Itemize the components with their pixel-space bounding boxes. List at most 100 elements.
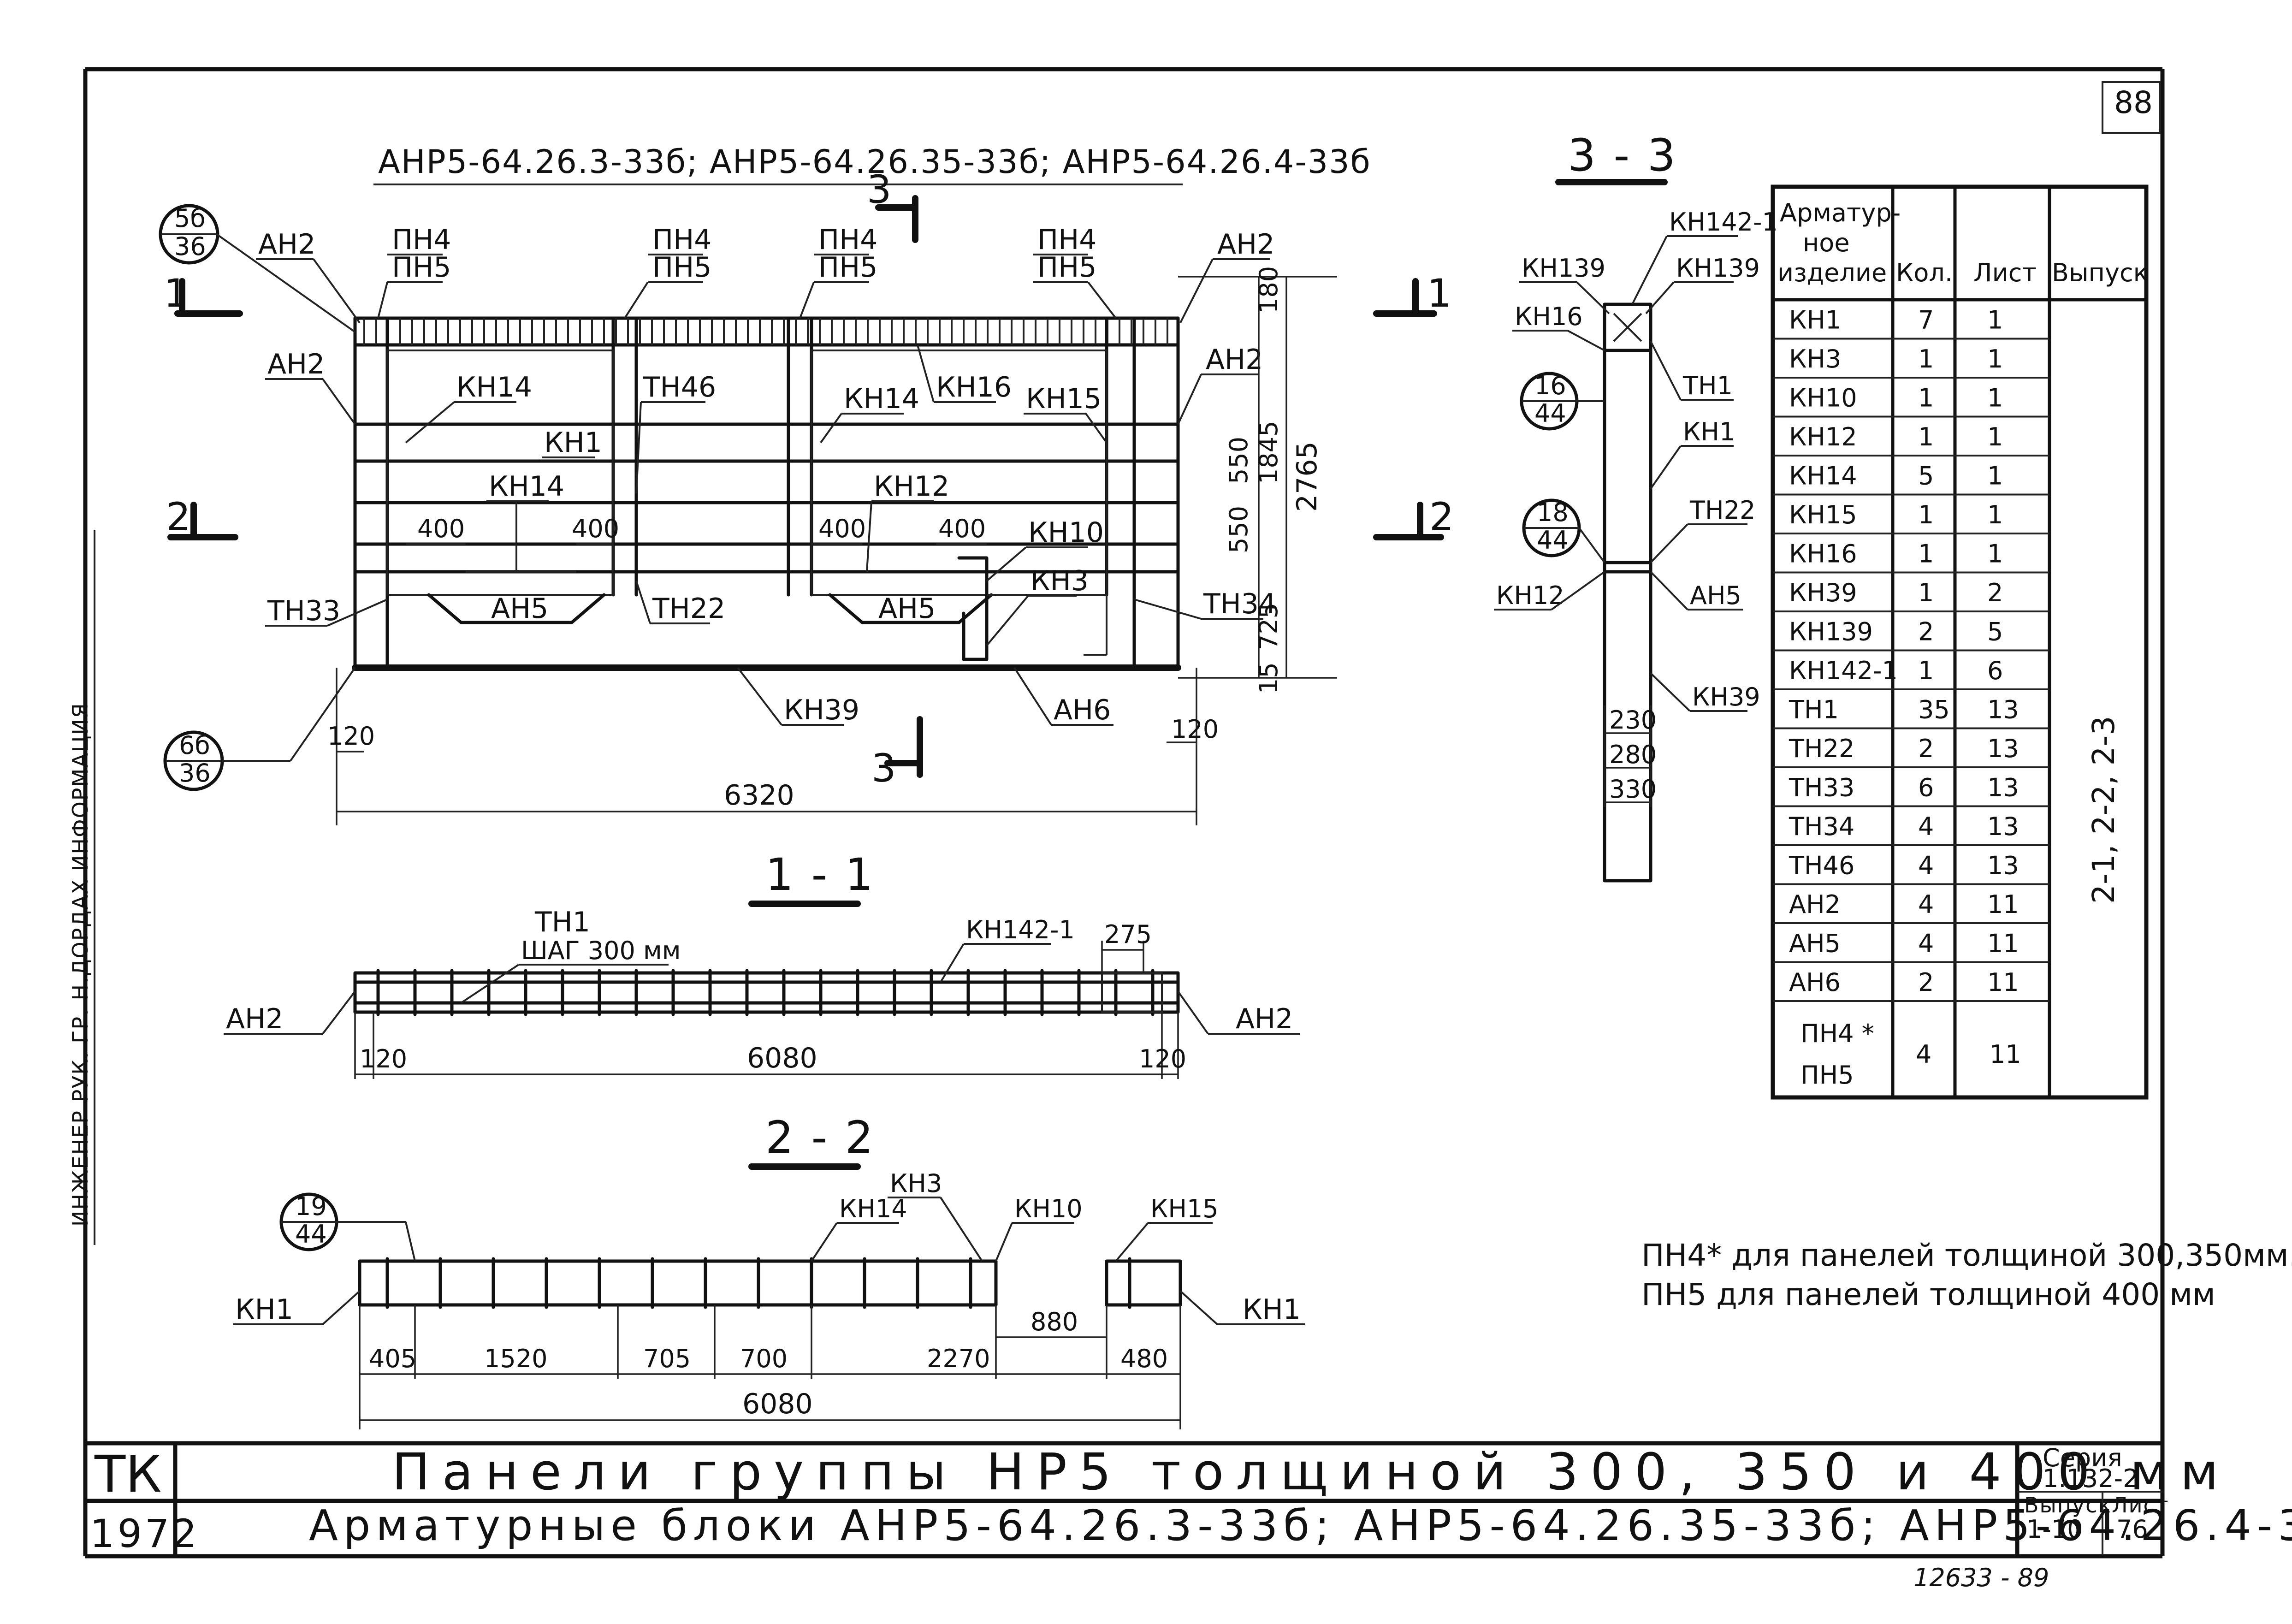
- table-cell-item: ТН1: [1789, 695, 1839, 724]
- label-pn5-4: ПН5: [1037, 251, 1096, 284]
- svg-text:2: 2: [1429, 494, 1457, 539]
- dim-1845: 1845: [1254, 421, 1283, 484]
- label-kn16: КН16: [936, 371, 1012, 403]
- s33-callout1-num: 16: [1534, 371, 1566, 400]
- table-cell-qty: 6: [1918, 773, 1934, 802]
- dim-400-2: 400: [572, 514, 619, 543]
- section-2-2-ticks: [385, 1257, 1131, 1309]
- label-pn5-3: ПН5: [818, 251, 877, 284]
- s33-label-an5: АН5: [1690, 581, 1741, 610]
- section-3-3-title: 3 - 3: [1568, 130, 1677, 181]
- table-cell-qty: 1: [1918, 500, 1934, 529]
- table-cell-sheet: 1: [1987, 500, 2003, 529]
- s22-callout-den: 44: [295, 1220, 327, 1249]
- table-cell-qty: 35: [1918, 695, 1950, 724]
- table-cell-sheet: 13: [1987, 695, 2019, 724]
- table-cell-qty: 2: [1918, 968, 1934, 997]
- table-cell-item: КН142-1: [1789, 656, 1898, 685]
- s33-callout2-num: 18: [1537, 498, 1569, 527]
- s22-dim-4: 2270: [927, 1344, 990, 1373]
- table-cell-item: ТН22: [1789, 734, 1854, 763]
- s22-label-kn3: КН3: [890, 1169, 942, 1198]
- callout-bottom-left: 6б 36: [163, 667, 356, 791]
- table-cell-item: КН139: [1789, 617, 1873, 646]
- archive-number: 12633 - 89: [1913, 1563, 2049, 1592]
- table-cell-item: ТН33: [1789, 773, 1854, 802]
- dim-6320: 6320: [724, 779, 794, 812]
- s33-label-kn16: КН16: [1515, 302, 1583, 331]
- s22-dim-3: 700: [740, 1344, 788, 1373]
- issue-label: Выпуск: [2024, 1493, 2112, 1517]
- table-cell-qty: 4: [1918, 851, 1934, 880]
- s33-label-kn12: КН12: [1496, 581, 1564, 610]
- table-cell-qty: 1: [1918, 656, 1934, 685]
- dim-2765: 2765: [1291, 441, 1323, 512]
- table-header-qty: Кол.: [1896, 258, 1953, 287]
- issue-value: 1-10: [2026, 1515, 2083, 1544]
- s33-label-th1: ТН1: [1682, 371, 1733, 400]
- table-cell-qty: 4: [1918, 929, 1934, 958]
- section-1-1-title: 1 - 1: [765, 849, 875, 901]
- table-cell-sheet: 11: [1987, 929, 2019, 958]
- table-cell-item: КН16: [1789, 539, 1857, 569]
- svg-text:1: 1: [1427, 271, 1454, 316]
- table-cell-item: КН39: [1789, 578, 1857, 607]
- table-cell-item: КН10: [1789, 384, 1857, 413]
- table-cell-item: КН1: [1789, 306, 1841, 335]
- dim-400-3: 400: [818, 514, 866, 543]
- table-cell-sheet: 1: [1987, 462, 2003, 491]
- title-block: ТК 1972 Панели группы НР5 толщиной 300, …: [85, 1441, 2292, 1556]
- label-kn3: КН3: [1031, 565, 1089, 597]
- sheet-value: 76: [2116, 1515, 2148, 1544]
- table-cell-qty: 1: [1918, 539, 1934, 569]
- note-1: ПН4* для панелей толщиной 300,350мм.: [1641, 1238, 2292, 1273]
- s33-dim-330: 330: [1609, 775, 1657, 804]
- dim-15: 15: [1254, 662, 1283, 694]
- table-cell-sheet: 1: [1987, 384, 2003, 413]
- table-cell-qty: 1: [1918, 384, 1934, 413]
- dim-180: 180: [1254, 266, 1283, 314]
- label-kn39: КН39: [784, 694, 859, 726]
- section-3-3: 3 - 3 КН142-1 КН139 КН139 КН16 ТН1 КН1 Т…: [1494, 130, 1778, 883]
- s33-label-kn1: КН1: [1683, 417, 1735, 446]
- table-header-item-2: ное: [1803, 228, 1850, 257]
- main-elevation: ПН4 ПН5 ПН4 ПН5 ПН4 ПН5 ПН4 ПН5 АН2 АН2 …: [159, 167, 1457, 825]
- section-mark-2-right: 2: [1373, 494, 1457, 540]
- table-cell-sheet: 1: [1987, 306, 2003, 335]
- table-header-issue: Выпуск: [2052, 258, 2148, 287]
- table-cell-item: КН15: [1789, 500, 1857, 529]
- table-cell-sheet: 13: [1987, 773, 2019, 802]
- mark-tk: ТК: [94, 1445, 161, 1504]
- notes: ПН4* для панелей толщиной 300,350мм. ПН5…: [1641, 1238, 2292, 1312]
- section-mark-1-right: 1: [1373, 271, 1454, 317]
- s22-dim-1: 1520: [484, 1344, 547, 1373]
- table-cell-sheet: 1: [1987, 422, 2003, 451]
- section-1-1-ticks: [376, 969, 1155, 1016]
- table-cell-qty: 4: [1918, 890, 1934, 919]
- label-an5-1: АН5: [491, 593, 548, 625]
- sheet-label: Лист: [2112, 1493, 2169, 1517]
- label-pn5-1: ПН5: [392, 251, 451, 284]
- s11-label-kn142: КН142-1: [966, 915, 1075, 944]
- section-2-2: 2 - 2 19 44 КН3 КН14 КН10 КН15 КН1 КН1: [233, 1112, 1305, 1429]
- label-an2-left: АН2: [267, 348, 325, 380]
- table-header-item-1: Арматур-: [1780, 198, 1901, 227]
- label-an6: АН6: [1054, 694, 1111, 726]
- s33-label-kn139-l: КН139: [1522, 254, 1605, 283]
- label-kn14-3: КН14: [489, 470, 564, 503]
- table-issue: 2-1, 2-2, 2-3: [2086, 716, 2121, 904]
- label-th34: ТН34: [1203, 588, 1276, 620]
- s11-label-step: ШАГ 300 мм: [521, 936, 681, 965]
- table-cell-item: АН5: [1789, 929, 1841, 958]
- table-cell-qty: 2: [1918, 617, 1934, 646]
- s33-label-th22: ТН22: [1689, 496, 1755, 525]
- label-pn4-3: ПН4: [818, 224, 877, 256]
- s33-dim-280: 280: [1609, 740, 1657, 769]
- table-cell-sheet: 2: [1987, 578, 2003, 607]
- section-mark-3-top: 3: [867, 167, 918, 243]
- table-cell-qty: 2: [1918, 734, 1934, 763]
- dim-550-2: 550: [1224, 506, 1253, 553]
- table-last-item-top: ПН4 *: [1800, 1019, 1874, 1048]
